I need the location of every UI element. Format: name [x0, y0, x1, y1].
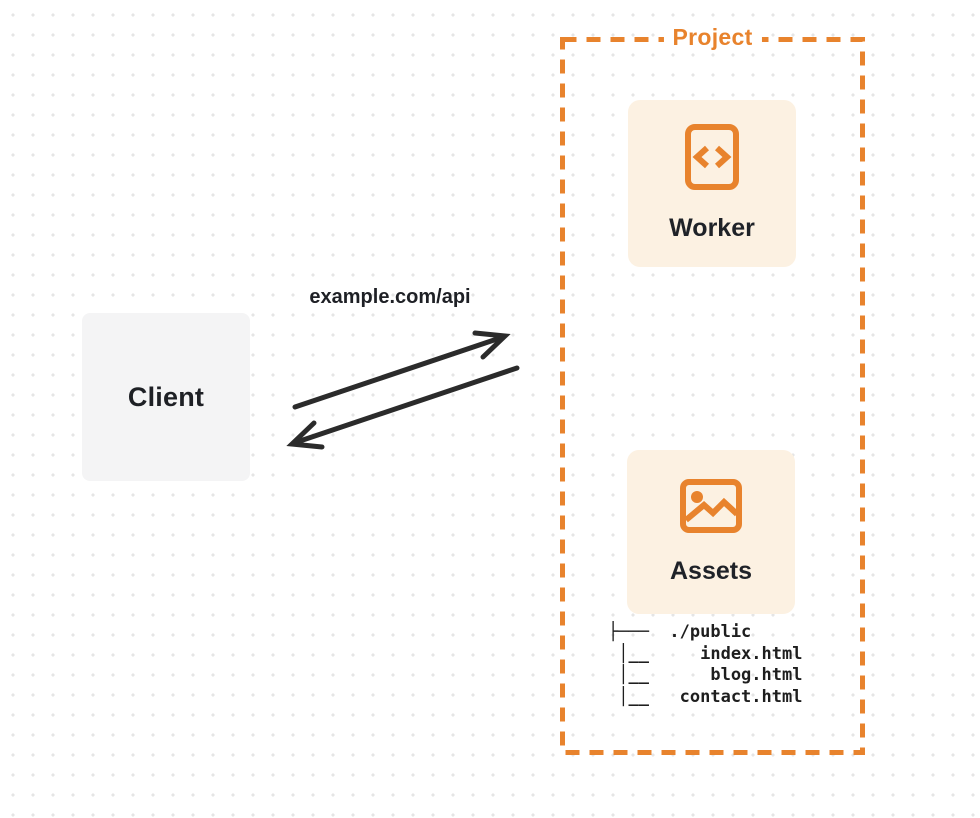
client-label: Client — [127, 381, 205, 412]
assets-node: Assets — [627, 450, 795, 614]
file-tree-line-blog: │__ blog.html — [608, 665, 803, 685]
assets-label: Assets — [670, 556, 752, 585]
file-tree-line-public: ├─── ./public — [608, 622, 752, 642]
response-arrow — [286, 365, 520, 450]
client-node: Client — [82, 313, 250, 481]
request-arrow — [292, 330, 511, 410]
code-file-icon — [685, 124, 739, 190]
image-gallery-icon — [680, 478, 742, 533]
file-tree-line-index: │__ index.html — [608, 643, 803, 664]
worker-label: Worker — [669, 214, 755, 242]
file-tree: ├─── ./public │__ index.html │__ blog.ht… — [608, 622, 802, 708]
request-url-label: example.com/api — [309, 286, 471, 308]
project-label: Project — [663, 22, 762, 52]
file-tree-line-contact: │__ contact.html — [608, 686, 803, 707]
project-boundary: Project Worker Assets ├─── ./public │__ … — [560, 22, 865, 755]
worker-node: Worker — [628, 100, 796, 267]
